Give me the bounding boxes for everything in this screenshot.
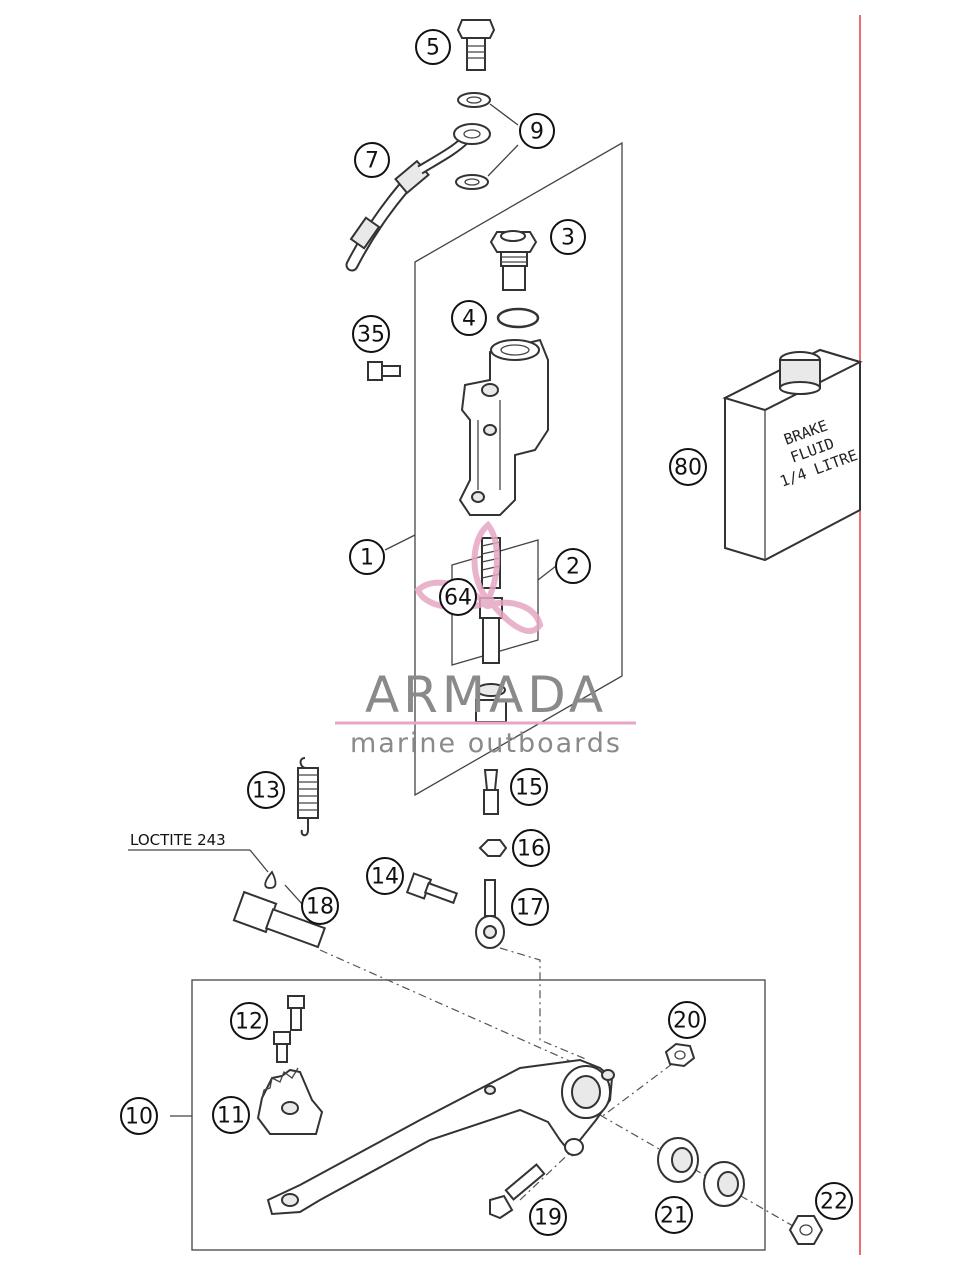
callout-number: 18 bbox=[306, 895, 334, 920]
callout-number: 35 bbox=[357, 323, 385, 348]
watermark-tagline: marine outboards bbox=[350, 728, 622, 759]
callout-number: 17 bbox=[516, 896, 544, 921]
callout-number: 1 bbox=[360, 546, 374, 571]
callout-number: 20 bbox=[673, 1009, 701, 1034]
callout-11: 11 bbox=[212, 1096, 250, 1134]
callout-19: 19 bbox=[529, 1198, 567, 1236]
callout-80: 80 bbox=[669, 448, 707, 486]
callout-64: 64 bbox=[439, 578, 477, 616]
callout-15: 15 bbox=[510, 768, 548, 806]
washer-9-bottom bbox=[455, 174, 489, 190]
callout-number: 3 bbox=[561, 226, 575, 251]
callout-17: 17 bbox=[511, 888, 549, 926]
push-rod-15 bbox=[483, 769, 499, 815]
return-spring-13 bbox=[297, 757, 319, 837]
brake-step-11 bbox=[256, 1067, 324, 1135]
callout-12: 12 bbox=[230, 1002, 268, 1040]
bolt-14 bbox=[405, 872, 459, 905]
callout-number: 80 bbox=[674, 456, 702, 481]
bearings-21 bbox=[657, 1137, 745, 1207]
callout-22: 22 bbox=[815, 1182, 853, 1220]
clevis-17 bbox=[475, 879, 505, 949]
brake-pedal-10 bbox=[266, 1058, 615, 1216]
o-ring-4 bbox=[496, 307, 540, 329]
bolt-19 bbox=[489, 1163, 546, 1220]
pivot-bolt-18 bbox=[232, 890, 327, 949]
callout-number: 11 bbox=[217, 1104, 245, 1129]
callout-14: 14 bbox=[366, 857, 404, 895]
callout-3: 3 bbox=[550, 219, 586, 255]
callout-13: 13 bbox=[247, 771, 285, 809]
master-cylinder-frame bbox=[414, 141, 623, 797]
assembly-line-17 bbox=[499, 947, 589, 1061]
assembly-line-20 bbox=[599, 1063, 673, 1119]
assembly-line-21 bbox=[599, 1114, 801, 1231]
callout-number: 7 bbox=[365, 149, 379, 174]
callout-16: 16 bbox=[512, 829, 550, 867]
callout-number: 22 bbox=[820, 1190, 848, 1215]
callout-number: 5 bbox=[426, 36, 440, 61]
callout-number: 4 bbox=[462, 307, 476, 332]
callout-10: 10 bbox=[120, 1097, 158, 1135]
callout-5: 5 bbox=[415, 29, 451, 65]
washer-9-top bbox=[457, 92, 491, 108]
callout-9: 9 bbox=[519, 113, 555, 149]
callout-1: 1 bbox=[349, 539, 385, 575]
master-cylinder-body-1 bbox=[458, 338, 549, 516]
brake-pedal-group-box bbox=[191, 979, 766, 1251]
armada-watermark: ARMADA marine outboards bbox=[335, 520, 636, 759]
watermark-brand: ARMADA bbox=[365, 666, 607, 724]
loctite-note: LOCTITE 243 bbox=[130, 831, 226, 849]
nut-16 bbox=[478, 839, 508, 857]
nut-22 bbox=[788, 1215, 824, 1245]
assembly-line-18 bbox=[319, 949, 591, 1071]
callout-21: 21 bbox=[655, 1196, 693, 1234]
callout-number: 2 bbox=[566, 555, 580, 580]
banjo-bolt-5 bbox=[456, 19, 496, 71]
callout-number: 64 bbox=[444, 586, 472, 611]
callout-number: 10 bbox=[125, 1105, 153, 1130]
callout-number: 19 bbox=[534, 1206, 562, 1231]
screws-12 bbox=[273, 995, 305, 1063]
screw-35 bbox=[367, 361, 401, 381]
callout-2: 2 bbox=[555, 548, 591, 584]
loctite-drop bbox=[264, 870, 277, 889]
callout-35: 35 bbox=[352, 315, 390, 353]
callout-18: 18 bbox=[301, 887, 339, 925]
callout-number: 12 bbox=[235, 1010, 263, 1035]
callout-number: 13 bbox=[252, 779, 280, 804]
callout-number: 21 bbox=[660, 1204, 688, 1229]
callout-number: 16 bbox=[517, 837, 545, 862]
callout-number: 15 bbox=[515, 776, 543, 801]
callout-7: 7 bbox=[354, 142, 390, 178]
callout-4: 4 bbox=[451, 300, 487, 336]
brake-fluid-can-80: BRAKE FLUID 1/4 LITRE bbox=[722, 348, 863, 562]
callout-number: 14 bbox=[371, 865, 399, 890]
piston-kit-frame bbox=[451, 539, 539, 666]
callout-number: 9 bbox=[530, 120, 544, 145]
brake-hose-7 bbox=[345, 123, 491, 272]
reservoir-fitting-3 bbox=[489, 230, 538, 291]
nut-20 bbox=[664, 1042, 696, 1068]
callout-20: 20 bbox=[668, 1001, 706, 1039]
